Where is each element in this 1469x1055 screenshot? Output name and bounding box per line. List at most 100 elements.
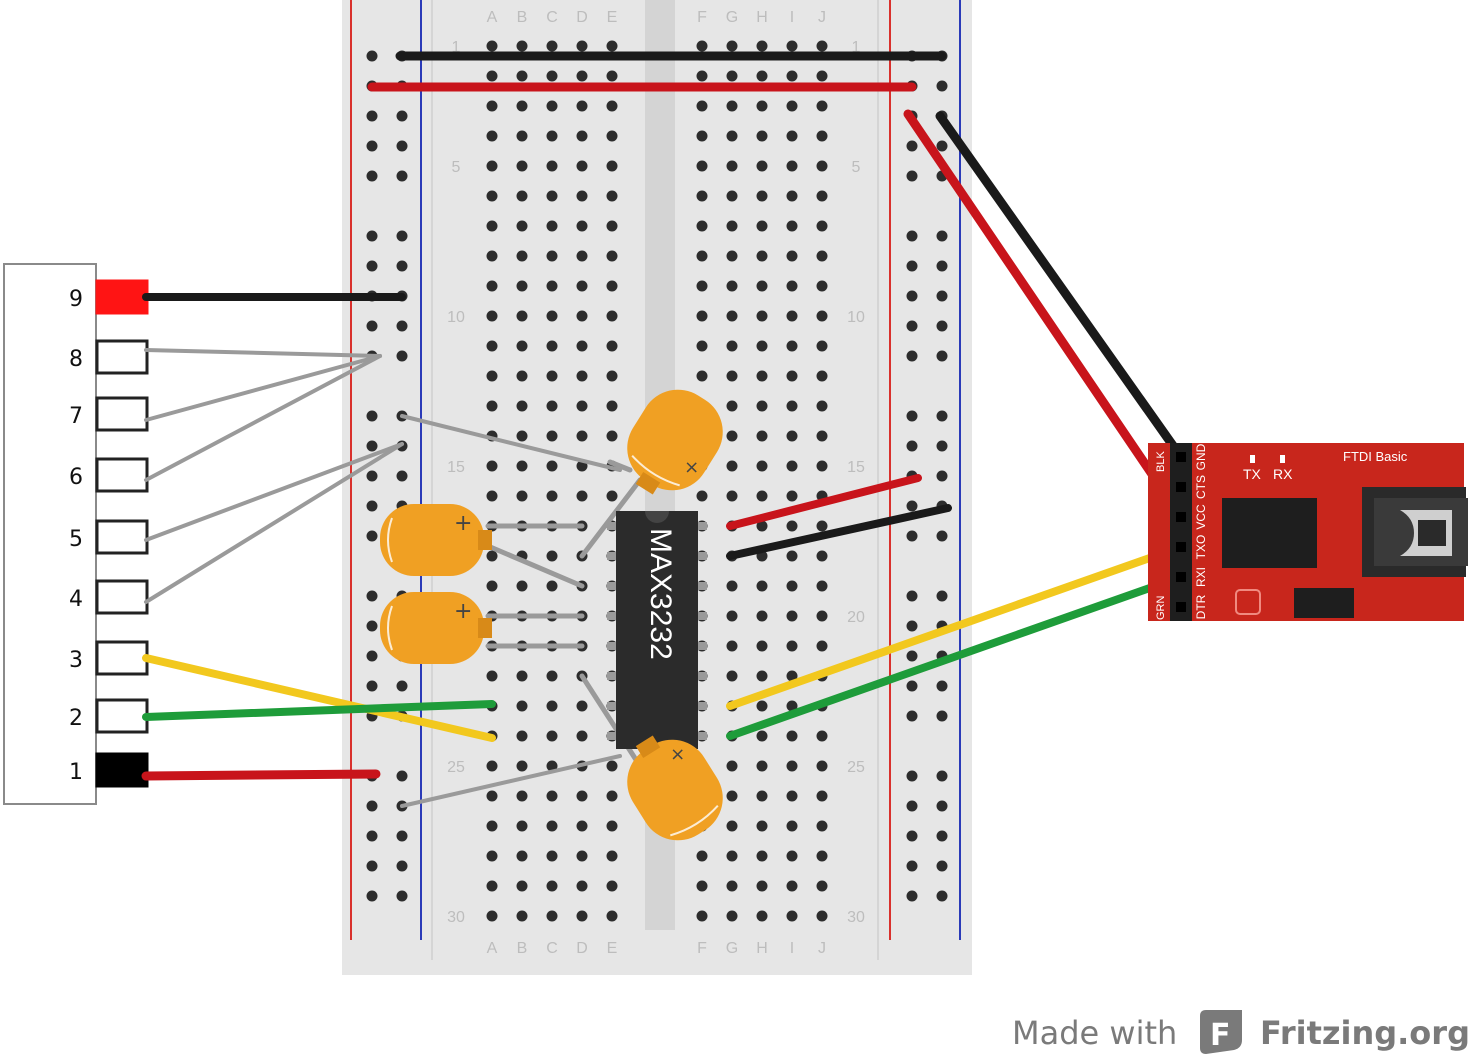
connector-pin[interactable] — [95, 339, 149, 375]
wire-red-to-ftdi-vcc[interactable] — [903, 109, 1186, 522]
max3232-chip: MAX3232 — [607, 511, 707, 749]
wire-black-gnd-chip[interactable] — [726, 504, 952, 560]
connector-pin[interactable] — [95, 579, 149, 615]
ftdi-led — [1235, 589, 1261, 615]
column-label-top: C — [546, 9, 558, 26]
fritzing-footer: Made with F Fritzing.org — [1012, 1010, 1469, 1054]
ftdi-rx-label: RX — [1273, 466, 1293, 482]
ftdi-pin[interactable] — [1176, 542, 1186, 552]
connector-pin[interactable] — [95, 279, 149, 315]
wire-gray-pin8[interactable] — [144, 348, 382, 358]
connector-pin[interactable] — [95, 396, 149, 432]
connector-pin-label: 2 — [69, 706, 83, 731]
svg-text:×: × — [670, 744, 685, 765]
footer-brand: Fritzing.org — [1260, 1014, 1469, 1052]
column-label-top: I — [790, 9, 794, 26]
connector-pin[interactable] — [95, 457, 149, 493]
wire-gray-row26[interactable] — [400, 754, 622, 808]
wire-red-vcc-chip[interactable] — [726, 474, 922, 530]
ftdi-pin-label: RXI — [1194, 567, 1208, 587]
ftdi-pin[interactable] — [1176, 482, 1186, 492]
rx-led-icon — [1280, 455, 1285, 463]
column-label-top: A — [487, 9, 498, 26]
connector-pin-label: 5 — [69, 527, 83, 552]
wire-gray-row14[interactable] — [400, 414, 622, 472]
connector-pin[interactable] — [95, 519, 149, 555]
wire-red-pin1[interactable] — [141, 769, 381, 781]
column-label-bottom: J — [818, 940, 826, 957]
connector-pin-label: 8 — [69, 347, 83, 372]
ftdi-left-label-grn: GRN — [1155, 596, 1167, 621]
wire-black-to-ftdi-gnd[interactable] — [935, 111, 1186, 462]
column-label-bottom: E — [607, 940, 618, 957]
ftdi-pin-label: GND — [1194, 443, 1208, 470]
column-label-top: F — [697, 9, 707, 26]
capacitor-1: × — [627, 389, 723, 495]
wire-yellow-to-ftdi-txo[interactable] — [726, 543, 1185, 710]
column-label-bottom: A — [487, 940, 498, 957]
row-label-right: 10 — [847, 309, 865, 326]
connector-pin[interactable] — [95, 640, 149, 676]
fritzing-logo-letter: F — [1210, 1018, 1231, 1053]
fritzing-logo-icon: F — [1200, 1010, 1242, 1054]
wire-gray-pin7[interactable] — [144, 354, 382, 422]
mini-usb-icon — [1362, 487, 1468, 577]
connector-pin-label: 1 — [69, 760, 83, 785]
row-label-right: 25 — [847, 759, 865, 776]
ftdi-title: FTDI Basic — [1343, 449, 1408, 464]
column-label-top: D — [576, 9, 588, 26]
column-label-top: J — [818, 9, 826, 26]
ftdi-pin[interactable] — [1176, 602, 1186, 612]
ftdi-left-label-blk: BLK — [1155, 451, 1167, 472]
column-label-top: E — [607, 9, 618, 26]
column-label-bottom: F — [697, 940, 707, 957]
column-label-bottom: C — [546, 940, 558, 957]
row-label-left: 10 — [447, 309, 465, 326]
ftdi-pin[interactable] — [1176, 512, 1186, 522]
column-label-bottom: B — [517, 940, 528, 957]
column-label-bottom: I — [790, 940, 794, 957]
svg-text:×: × — [684, 457, 699, 478]
ftdi-chip — [1222, 498, 1317, 568]
footer-made-with: Made with — [1012, 1014, 1177, 1052]
row-label-right: 15 — [847, 459, 865, 476]
wire-green-pin2[interactable] — [142, 700, 496, 721]
wire-green-to-ftdi-rxi[interactable] — [726, 573, 1185, 740]
row-label-left: 15 — [447, 459, 465, 476]
wire-gray-pin4[interactable] — [144, 442, 404, 604]
tx-led-icon — [1250, 455, 1255, 463]
connector-pin[interactable] — [95, 698, 149, 734]
connector-pin-label: 6 — [69, 465, 83, 490]
capacitor-leads — [485, 459, 643, 769]
chip-label: MAX3232 — [644, 528, 677, 660]
column-label-top: B — [517, 9, 528, 26]
capacitor-2: + — [380, 504, 492, 576]
ftdi-pin[interactable] — [1176, 452, 1186, 462]
connector-pin-label: 4 — [69, 587, 83, 612]
ftdi-pin-label: DTR — [1194, 594, 1208, 619]
ftdi-pin-label: CTS — [1194, 475, 1208, 499]
wire-gray-pin6[interactable] — [144, 354, 382, 482]
connector-pin-label: 9 — [69, 287, 83, 312]
svg-text:+: + — [454, 511, 472, 536]
row-label-left: 5 — [452, 159, 461, 176]
ftdi-pin[interactable] — [1176, 572, 1186, 582]
ftdi-component — [1294, 588, 1354, 618]
ftdi-pin-label: TXO — [1194, 535, 1208, 560]
row-label-left: 1 — [452, 39, 461, 56]
wire-gray-pin5[interactable] — [144, 442, 404, 542]
connector-pin-label: 7 — [69, 404, 83, 429]
column-label-bottom: G — [726, 940, 738, 957]
wires — [141, 51, 1186, 808]
column-label-top: G — [726, 9, 738, 26]
connector-pin[interactable] — [95, 752, 149, 788]
row-label-left: 30 — [447, 909, 465, 926]
breadboard-labels: AABBCCDDEEFFGGHHIIJJ11551010151520202525… — [447, 9, 865, 957]
ftdi-pin-label: VCC — [1194, 504, 1208, 530]
row-label-left: 25 — [447, 759, 465, 776]
wire-yellow-pin3[interactable] — [142, 654, 496, 742]
capacitor-4: × — [627, 735, 723, 841]
